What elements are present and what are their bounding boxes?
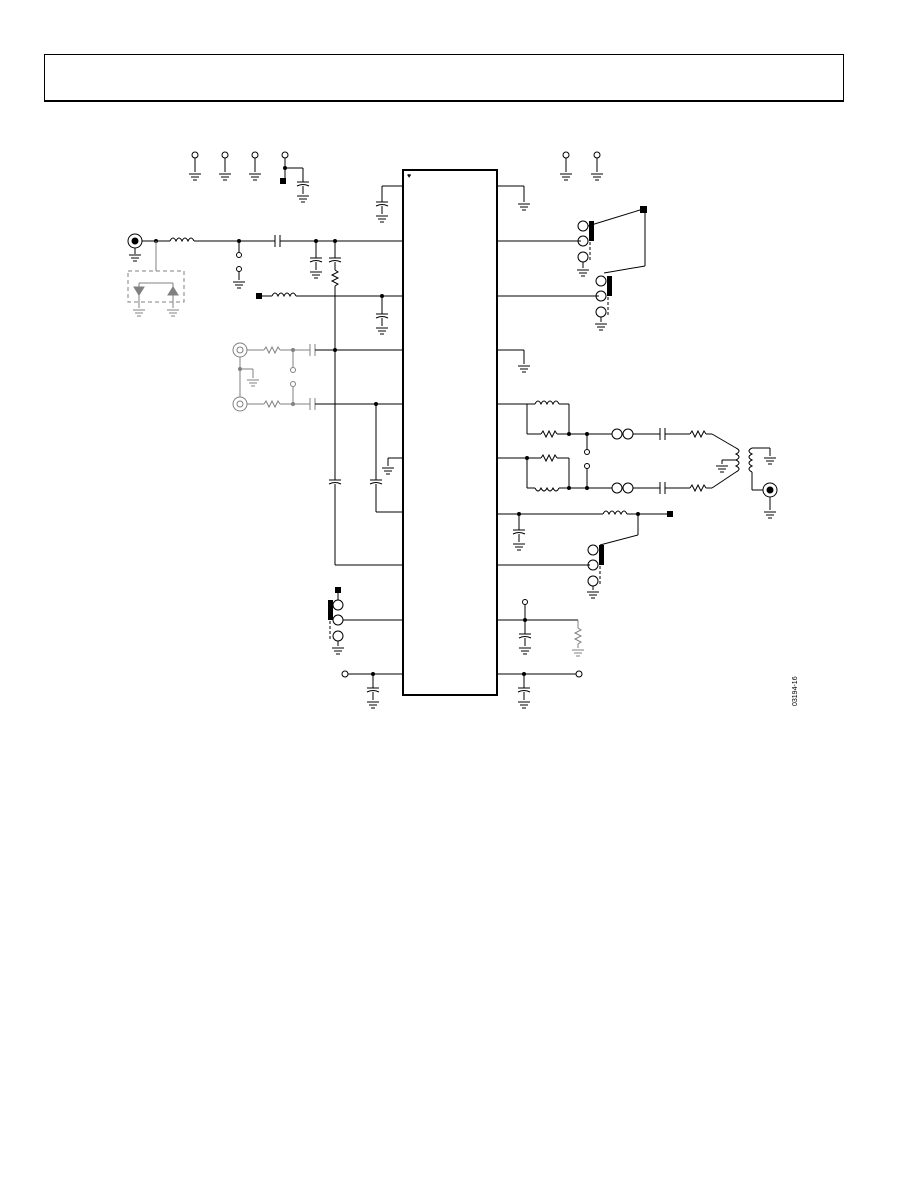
ic-body [402,169,498,696]
rf-input [127,233,403,254]
page-header-frame [44,54,844,102]
jumper-icon [497,209,646,322]
pin1-marker: ♥ [407,173,411,180]
output-network [497,400,737,494]
transformer-icon [721,447,778,510]
diode-icon [127,241,185,308]
figure-code-text: 03194-16 [792,676,799,706]
inductor-icon [169,237,195,243]
supply-terminal [280,178,286,184]
resistor-icon [330,269,340,287]
differential-input [232,342,316,412]
supply-testpoints [191,151,310,194]
figure-code: 03194-16 [780,676,820,716]
